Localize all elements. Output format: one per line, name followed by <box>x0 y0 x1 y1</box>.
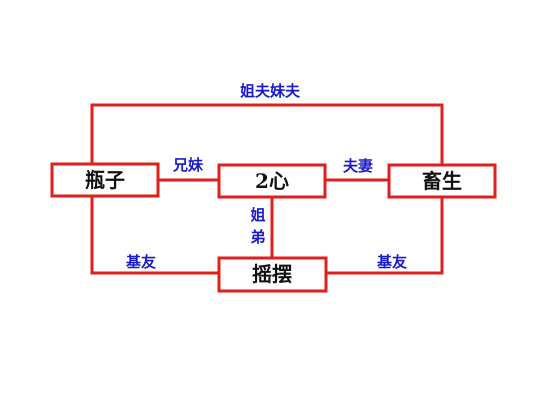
edge-pingzi-erxin-label: 兄妹 <box>172 156 204 174</box>
node-erxin: 2心 <box>217 163 327 199</box>
edge-pingzi-yaobai-label: 基友 <box>125 253 156 271</box>
edge-chusheng-yaobai-label: 基友 <box>376 253 407 271</box>
edge-erxin-yaobai-label-2: 弟 <box>250 228 265 246</box>
edge-chusheng-yaobai <box>326 197 444 275</box>
node-pingzi: 瓶子 <box>50 162 160 198</box>
edge-erxin-yaobai-label-1: 姐 <box>250 206 265 224</box>
node-erxin-label: 2心 <box>255 169 289 193</box>
edge-erxin-chusheng-label: 夫妻 <box>343 157 373 175</box>
edge-top <box>90 103 444 165</box>
node-yaobai-label: 摇摆 <box>252 262 292 286</box>
node-chusheng-label: 畜生 <box>422 169 462 193</box>
edge-top-label: 姐夫妹夫 <box>240 82 301 100</box>
edge-pingzi-yaobai <box>90 196 219 275</box>
node-chusheng: 畜生 <box>387 163 497 199</box>
node-pingzi-label: 瓶子 <box>85 168 125 192</box>
node-yaobai: 摇摆 <box>217 256 328 293</box>
